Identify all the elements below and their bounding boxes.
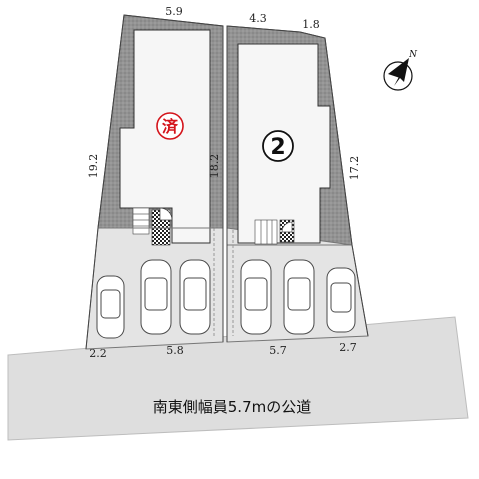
compass: N [383,50,418,91]
dim-bottom-4: 2.7 [339,341,357,354]
car-5 [283,259,315,335]
dim-bottom-1: 2.2 [89,347,107,360]
lot-right-steps [254,219,278,245]
dim-top-right: 1.8 [302,18,320,31]
dim-top-mid: 4.3 [249,12,267,25]
car-2 [140,259,172,335]
lot-left-door-swing [159,207,173,221]
lot-right-door-swing [281,221,293,233]
boundary-right [226,25,369,342]
dim-right-side: 17.2 [348,156,361,181]
car-4 [240,259,272,335]
sold-marker-circle [156,112,184,140]
cars [96,259,356,339]
dim-bottom-2: 5.8 [166,344,184,357]
car-6 [326,267,356,333]
dim-top-left: 5.9 [165,5,183,18]
dim-bottom-3: 5.7 [269,344,287,357]
lot-number: 2 [270,135,285,160]
dim-left-side: 19.2 [87,154,100,179]
road-label: 南東側幅員5.7mの公道 [153,398,311,416]
lot-number-circle [262,130,294,162]
car-1 [96,275,125,339]
dim-mid-side: 18.2 [208,154,221,179]
compass-label: N [408,50,418,60]
lot-left-steps [132,207,150,235]
car-3 [179,259,211,335]
boundary-left [85,14,224,350]
sold-marker: 済 [162,117,179,136]
